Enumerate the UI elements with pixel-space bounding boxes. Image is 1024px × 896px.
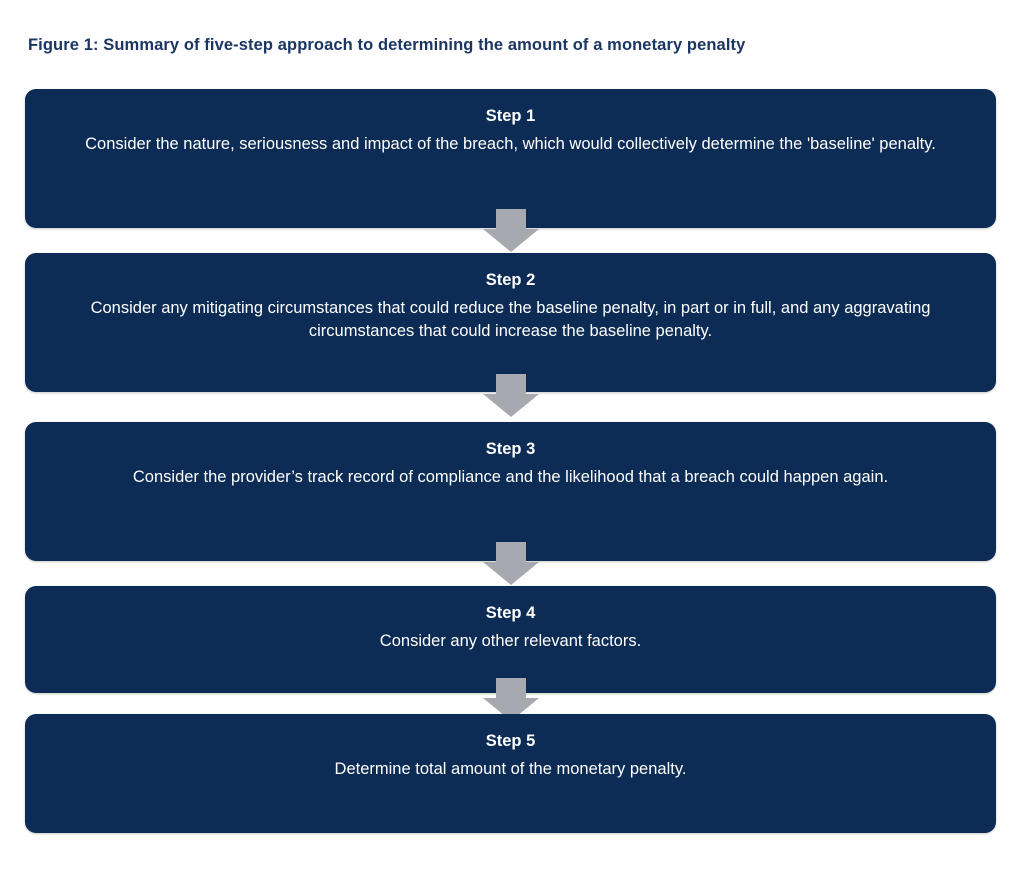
connector-3 xyxy=(25,542,996,586)
step-2-label: Step 2 xyxy=(485,271,536,289)
step-3-description: Consider the provider’s track record of … xyxy=(132,468,889,487)
step-box-1: Step 1 Consider the nature, seriousness … xyxy=(25,89,996,228)
step-4-label: Step 4 xyxy=(485,604,536,622)
arrow-head xyxy=(482,394,539,417)
step-2-description: Consider any mitigating circumstances th… xyxy=(90,299,931,340)
arrow-head xyxy=(482,229,539,252)
step-box-4: Step 4 Consider any other relevant facto… xyxy=(25,586,996,693)
step-5-description: Determine total amount of the monetary p… xyxy=(334,760,687,779)
arrow-down-icon xyxy=(482,374,539,417)
connector-1 xyxy=(25,209,996,253)
arrow-down-icon xyxy=(482,542,539,585)
five-step-flowchart: Step 1 Consider the nature, seriousness … xyxy=(25,89,996,833)
figure-title: Figure 1: Summary of five-step approach … xyxy=(28,36,746,54)
step-3-label: Step 3 xyxy=(485,440,536,458)
arrow-shaft xyxy=(495,678,526,698)
step-1-description: Consider the nature, seriousness and imp… xyxy=(85,135,936,154)
connector-2 xyxy=(25,374,996,422)
arrow-shaft xyxy=(495,374,526,394)
arrow-head xyxy=(482,562,539,585)
step-box-3: Step 3 Consider the provider’s track rec… xyxy=(25,422,996,561)
arrow-shaft xyxy=(495,209,526,229)
step-5-label: Step 5 xyxy=(485,732,536,750)
step-4-description: Consider any other relevant factors. xyxy=(379,632,642,651)
arrow-shaft xyxy=(495,542,526,562)
step-1-label: Step 1 xyxy=(485,107,536,125)
connector-4 xyxy=(25,678,996,721)
step-box-2: Step 2 Consider any mitigating circumsta… xyxy=(25,253,996,392)
step-box-5: Step 5 Determine total amount of the mon… xyxy=(25,714,996,833)
arrow-down-icon xyxy=(482,209,539,252)
